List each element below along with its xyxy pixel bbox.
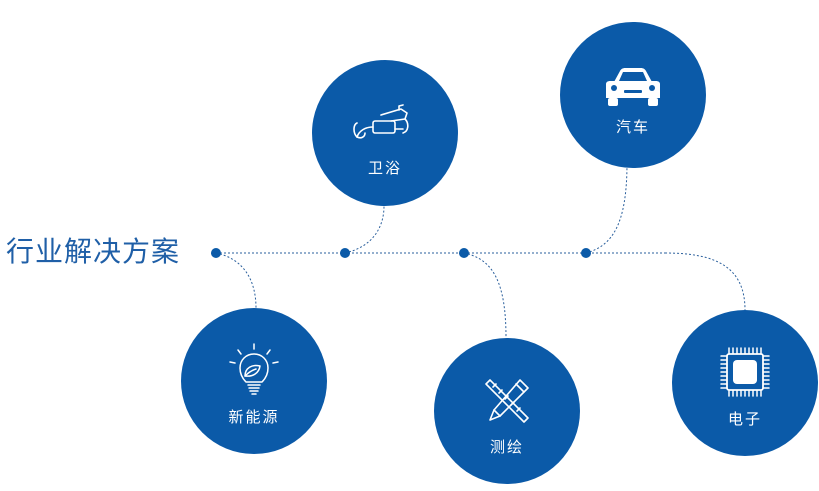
car-icon <box>606 67 660 106</box>
industry-label-car: 汽车 <box>615 117 650 136</box>
timeline-dot-survey <box>459 248 469 258</box>
industry-label-faucet: 卫浴 <box>367 158 402 177</box>
connector-electronics <box>664 252 746 311</box>
industry-node-energy[interactable]: 新能源 <box>181 308 327 454</box>
timeline-dot-start <box>211 248 221 258</box>
industry-label-electronics: 电子 <box>727 409 762 428</box>
industry-node-survey[interactable]: 测绘 <box>434 338 580 484</box>
connector-faucet <box>344 205 385 254</box>
faucet-icon <box>353 103 409 139</box>
chip-icon <box>720 346 770 397</box>
timeline-dot-faucet <box>340 248 350 258</box>
page-title: 行业解决方案 <box>6 235 181 268</box>
connector-car <box>585 162 628 254</box>
industry-label-survey: 测绘 <box>489 437 524 456</box>
industry-node-car[interactable]: 汽车 <box>560 22 706 168</box>
connector-survey <box>463 252 507 339</box>
timeline-dot-car <box>581 248 591 258</box>
industry-node-electronics[interactable]: 电子 <box>672 310 818 456</box>
connector-energy <box>215 252 257 309</box>
industry-label-energy: 新能源 <box>228 407 280 426</box>
ruler-pencil-icon <box>485 378 529 423</box>
lightbulb-leaf-icon <box>229 342 279 395</box>
industry-node-faucet[interactable]: 卫浴 <box>312 60 458 206</box>
